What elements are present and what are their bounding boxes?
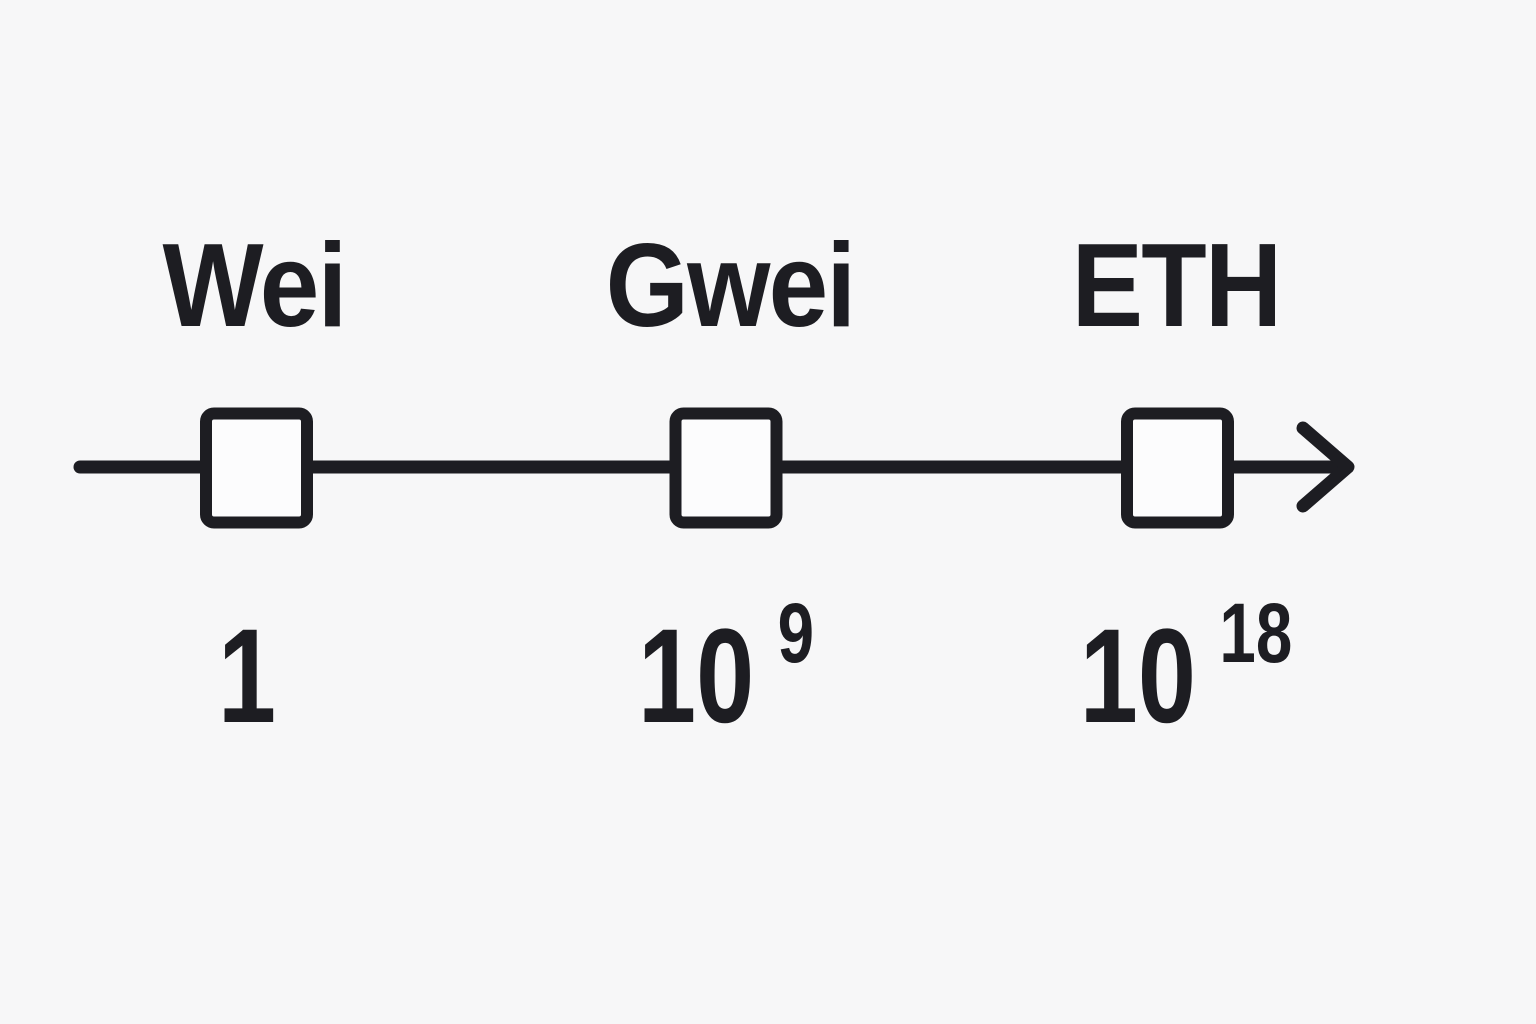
wei-node-box	[200, 407, 313, 529]
unit-label-eth: ETH	[1071, 219, 1283, 352]
unit-label-wei: Wei	[162, 219, 347, 352]
unit-label-gwei: Gwei	[605, 219, 857, 352]
unit-value-gwei: 10 9	[637, 591, 814, 751]
unit-value-eth: 10 18	[1079, 591, 1293, 751]
eth-node-box	[1121, 407, 1234, 529]
value-base: 10	[637, 602, 755, 751]
arrow-right-icon	[1296, 421, 1355, 513]
value-exponent: 9	[777, 586, 815, 680]
value-exponent: 18	[1219, 586, 1293, 680]
value-base: 10	[1079, 602, 1196, 751]
gwei-node-box	[669, 407, 783, 529]
value-base: 1	[217, 602, 277, 751]
unit-value-wei: 1	[218, 610, 276, 744]
